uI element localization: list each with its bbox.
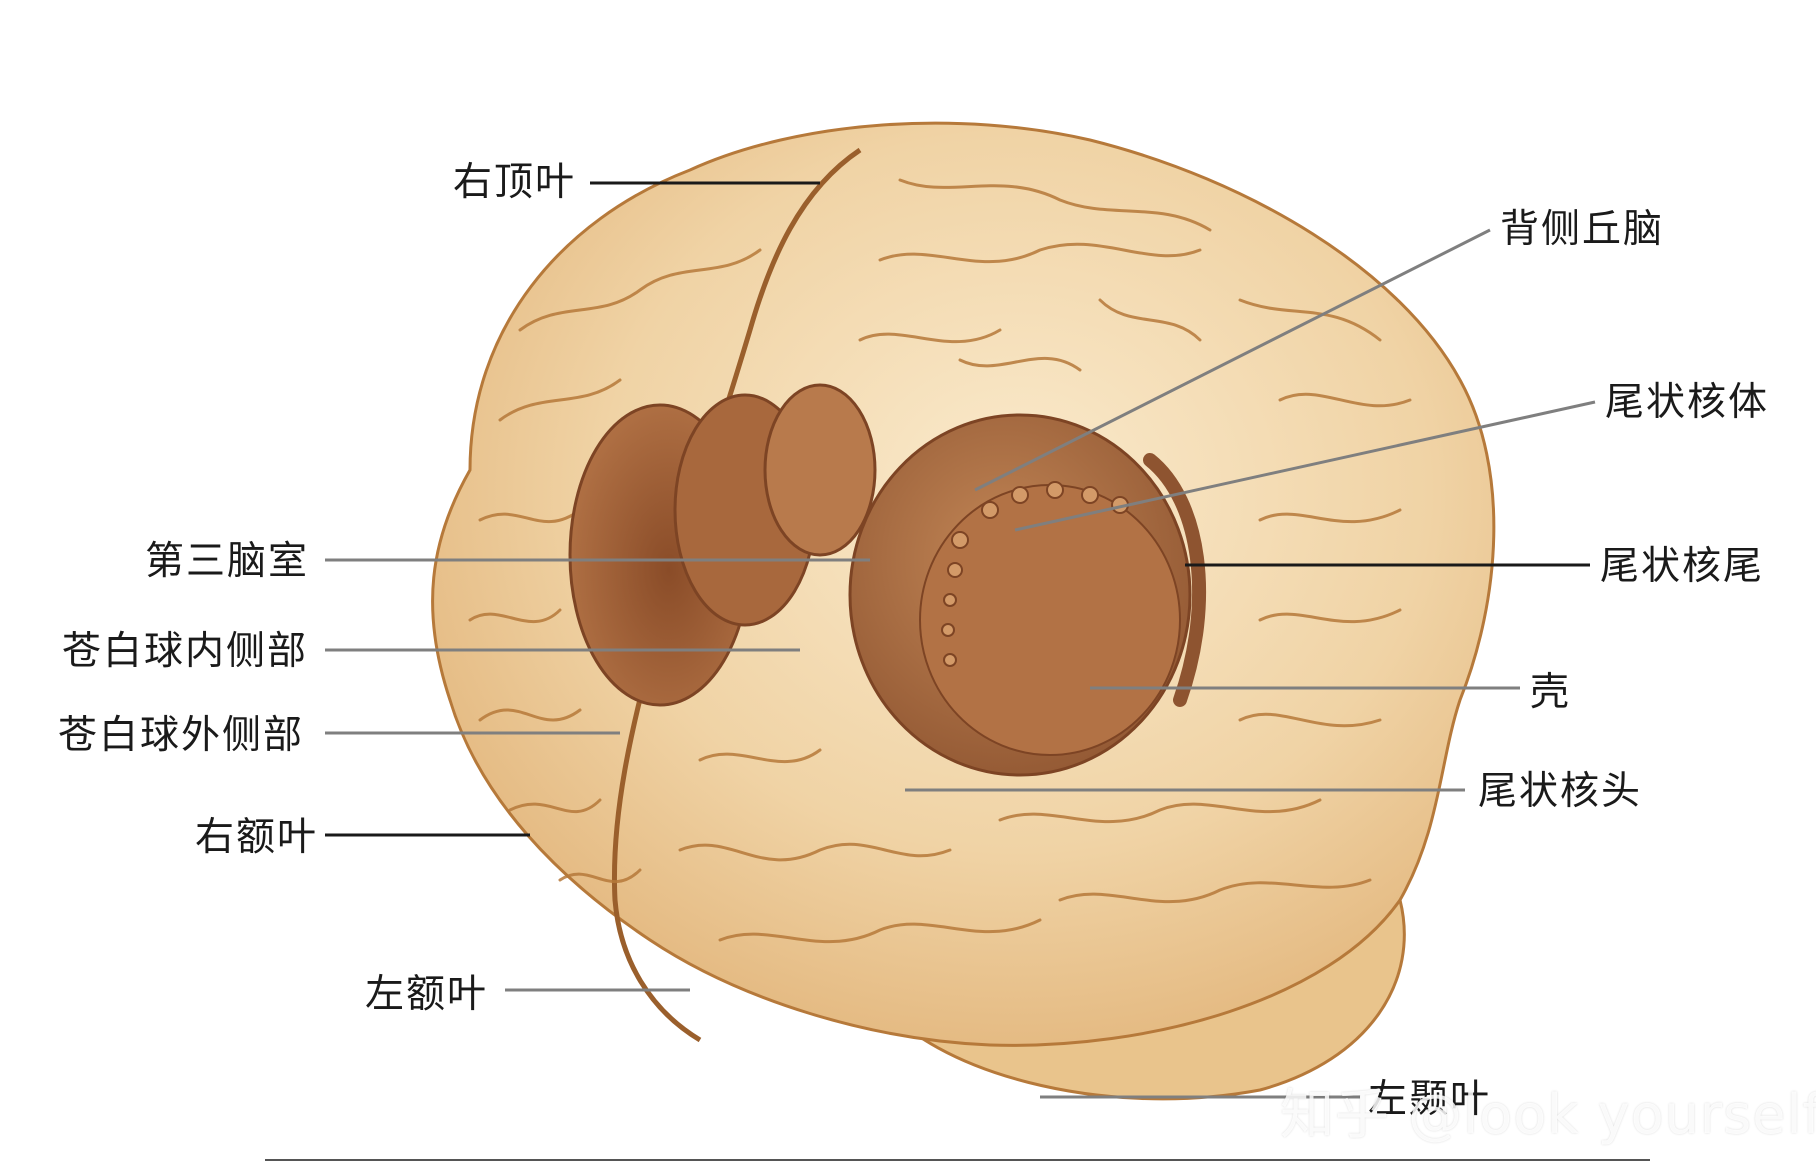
label-gp-lateral: 苍白球外侧部 <box>58 713 305 758</box>
label-gp-medial: 苍白球内侧部 <box>62 629 309 674</box>
watermark: 知乎 @look yourself <box>1280 1083 1816 1146</box>
label-third-ventricle: 第三脑室 <box>145 539 310 584</box>
label-putamen: 壳 <box>1530 670 1572 715</box>
leader-lines <box>325 181 1596 1099</box>
label-left-frontal: 左额叶 <box>365 972 489 1017</box>
third-ventricle-shape <box>763 383 877 557</box>
label-left-temporal: 左颞叶 <box>1368 1077 1492 1122</box>
gyri-pattern <box>468 178 1412 944</box>
label-caudate-tail: 尾状核尾 <box>1600 544 1765 589</box>
putamen-shape <box>919 484 1181 756</box>
caudate-holes <box>941 481 1129 667</box>
label-right-parietal: 右顶叶 <box>453 160 577 205</box>
basal-ganglia-left <box>568 383 877 707</box>
label-dorsal-thalamus: 背侧丘脑 <box>1500 207 1665 252</box>
line-dorsal-thalamus <box>974 228 1491 492</box>
line-caudate-body <box>1014 400 1596 532</box>
label-caudate-head: 尾状核头 <box>1478 769 1643 814</box>
label-caudate-body: 尾状核体 <box>1605 380 1770 425</box>
caudate-tail-shape <box>1143 453 1207 707</box>
label-right-frontal: 右额叶 <box>195 815 319 860</box>
